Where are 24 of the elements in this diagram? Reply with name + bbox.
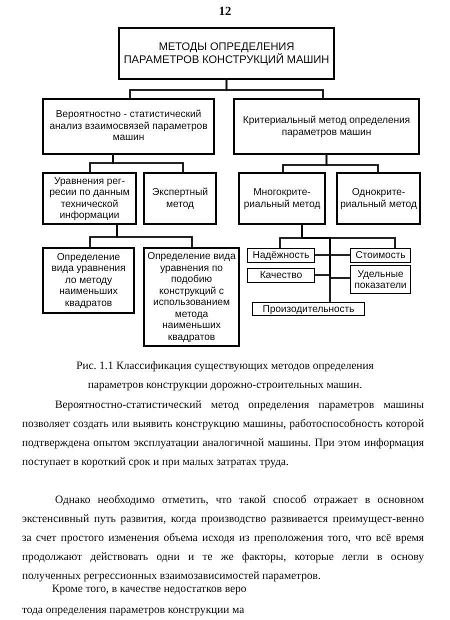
method-box: Уравнения рег-ресии по данным технической информации — [42, 172, 137, 225]
paragraph-fragment: тода определения параметров конструкции ма — [22, 604, 244, 616]
connector-line — [112, 155, 184, 172]
method-box: Удельные показатели — [350, 265, 411, 294]
method-box: Надёжность — [247, 248, 315, 263]
method-box: Стоимость — [350, 248, 411, 263]
figure-caption: Рис. 1.1 Классификация существующих методов определения параметров конструкции дорожно-строительных машин. — [75, 359, 375, 393]
paragraph: Вероятностно-статистический метод определения параметров машины позволяет создать или выявить конструкцию машины, работоспособность которой подтверждена опытом эксплуатации аналогичной машины. При этом информация поступает в короткий срок и при малых затратах труда. — [22, 398, 424, 470]
connector-line — [226, 80, 324, 98]
connector-line — [326, 155, 379, 172]
method-box: Многокрите-риальный метод — [238, 172, 326, 225]
page-number: 12 — [218, 4, 232, 19]
paragraph: Однако необходимо отметить, что такой способ отражает в основном экстенсивный путь развития, когда производство развивается преимущест-венно за счет простого изменения объема исходя из преположения того, что всё время продолжают действовать одни и те же факторы, которые легли в основу полученных регрессионных взаимозависимостей параметров. — [22, 493, 424, 584]
paragraph-fragment: Кроме того, в качестве недостатков веро — [52, 583, 246, 595]
method-box: Экспертный метод — [143, 172, 217, 225]
method-box: Вероятностно - статистический анализ взаимосвязей параметров машин — [42, 98, 215, 155]
method-box: Определение вида уравнения ло методу наименьших квадратов — [42, 247, 135, 314]
method-box: Однокрите-риальный метод — [336, 172, 421, 225]
connector-line — [116, 225, 193, 247]
method-box: Произодительность — [252, 302, 365, 316]
method-box: Определение вида уравнения по подобию конструкций с использованием метода наименьших квадратов — [143, 247, 240, 347]
method-box: МЕТОДЫ ОПРЕДЕЛЕНИЯ ПАРАМЕТРОВ КОНСТРУКЦИЙ МАШИН — [118, 27, 335, 80]
method-box: Качество — [247, 268, 315, 283]
method-box: Критериальный метод определения параметров машин — [233, 98, 420, 155]
